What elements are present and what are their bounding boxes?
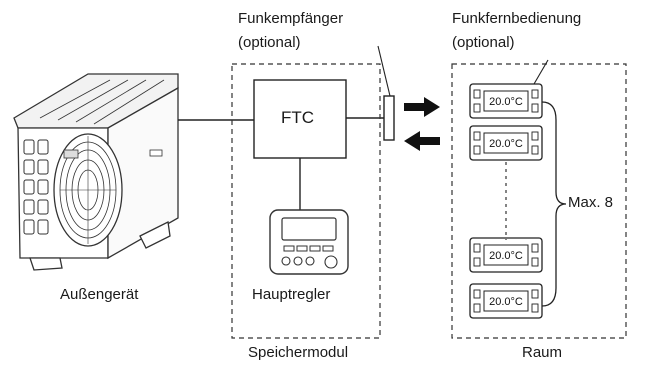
remote-button: [531, 243, 539, 253]
remote-temperature: 20.0°C: [489, 296, 523, 308]
remote-button: [531, 131, 539, 141]
remote-controller: 20.0°C: [469, 237, 543, 273]
remote-controller: 20.0°C: [469, 125, 543, 161]
remote-button: [473, 145, 481, 155]
raum-boundary: [451, 63, 627, 339]
remote-button: [473, 89, 481, 99]
max-label: Max. 8: [568, 194, 614, 211]
remote-display: [483, 90, 529, 112]
speichermodul-label: Speichermodul: [248, 344, 349, 361]
ftc-box: [253, 79, 347, 159]
remote-button: [531, 303, 539, 313]
funkempfaenger-optional-label: (optional): [238, 34, 301, 51]
outdoor-unit-illustration: [13, 73, 179, 271]
aussengeraet-label: Außengerät: [60, 286, 139, 303]
remote-button: [473, 243, 481, 253]
funkfernbedienung-optional-label: (optional): [452, 34, 515, 51]
ftc-label: FTC: [281, 108, 315, 127]
remote-button: [531, 257, 539, 267]
speichermodul-boundary: [231, 63, 381, 339]
remote-button: [531, 103, 539, 113]
remote-button: [531, 289, 539, 299]
max-brace: [541, 101, 567, 307]
hauptregler-label: Hauptregler: [252, 286, 331, 303]
remote-display: [483, 290, 529, 312]
remote-controller: 20.0°C: [469, 83, 543, 119]
remote-temperature: 20.0°C: [489, 138, 523, 150]
arrow-left-icon: [404, 131, 440, 151]
remote-temperature: 20.0°C: [489, 250, 523, 262]
remote-button: [473, 289, 481, 299]
remote-button: [473, 257, 481, 267]
remote-button: [531, 89, 539, 99]
remote-controller: 20.0°C: [469, 283, 543, 319]
remote-display: [483, 132, 529, 154]
remote-button: [473, 303, 481, 313]
remote-button: [531, 145, 539, 155]
wireless-remotes: 20.0°C 20.0°C 20.0°C 20.0°C: [469, 83, 543, 319]
remote-callout-line: [533, 59, 549, 85]
receiver-callout-line: [377, 45, 391, 97]
remote-display: [483, 244, 529, 266]
arrow-right-icon: [404, 97, 440, 117]
wireless-receiver: [383, 95, 395, 141]
funkempfaenger-label: Funkempfänger: [238, 10, 344, 27]
remote-button: [473, 131, 481, 141]
wireless-signal-arrows: [404, 97, 440, 151]
remote-button: [473, 103, 481, 113]
remote-temperature: 20.0°C: [489, 96, 523, 108]
raum-label: Raum: [522, 344, 563, 361]
main-controller-illustration: [269, 209, 349, 275]
funkfernbedienung-label: Funkfernbedienung: [452, 10, 582, 27]
